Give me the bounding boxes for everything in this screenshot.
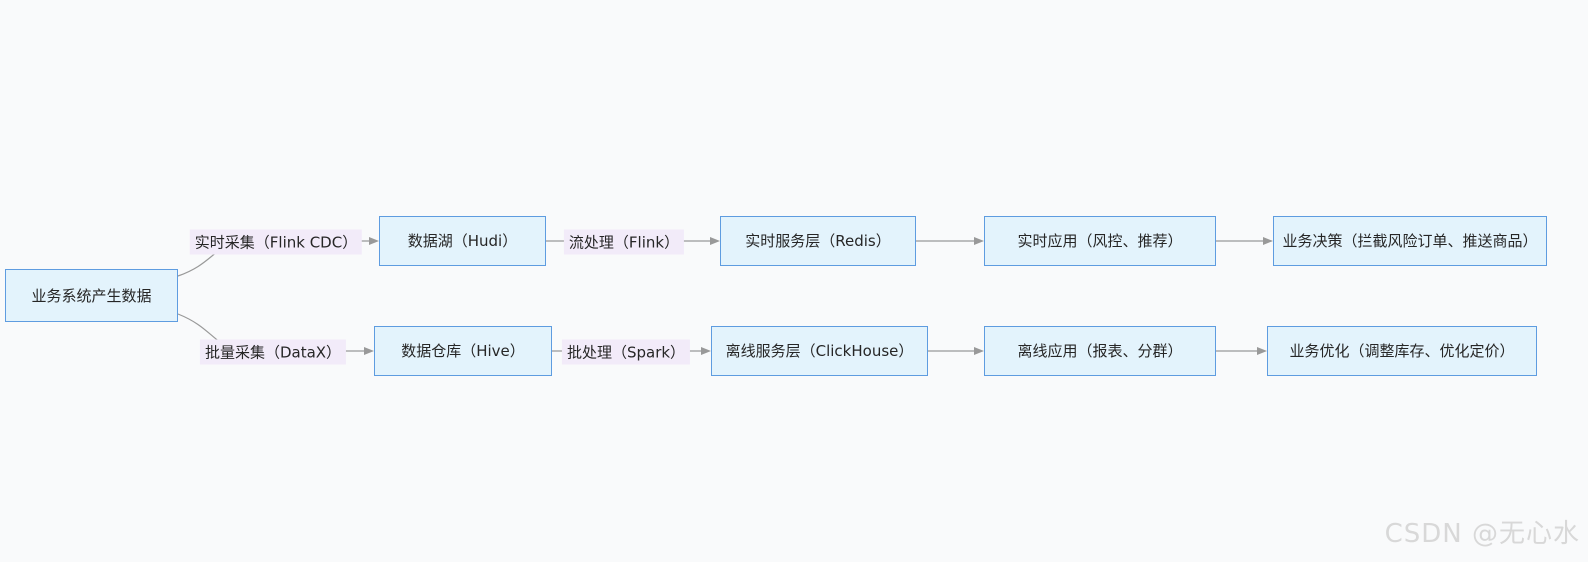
edge-label-batch-process: 批处理（Spark）	[561, 339, 691, 365]
node-label: 离线应用（报表、分群）	[1017, 342, 1183, 360]
node-data-warehouse: 数据仓库（Hive）	[374, 326, 552, 376]
edge-label-batch-collect: 批量采集（DataX）	[199, 339, 347, 365]
node-label: 离线服务层（ClickHouse）	[725, 342, 914, 360]
node-label: 实时应用（风控、推荐）	[1017, 232, 1183, 250]
node-offline-serving: 离线服务层（ClickHouse）	[711, 326, 928, 376]
node-label: 数据仓库（Hive）	[401, 342, 525, 360]
edge-label-realtime-collect: 实时采集（Flink CDC）	[189, 229, 363, 255]
node-label: 业务优化（调整库存、优化定价）	[1289, 342, 1515, 360]
node-business-decision: 业务决策（拦截风险订单、推送商品）	[1273, 216, 1547, 266]
node-business-optimization: 业务优化（调整库存、优化定价）	[1267, 326, 1537, 376]
node-label: 业务系统产生数据	[31, 286, 152, 305]
node-label: 数据湖（Hudi）	[407, 232, 518, 250]
node-offline-app: 离线应用（报表、分群）	[984, 326, 1216, 376]
edge-label-stream-process: 流处理（Flink）	[563, 229, 685, 255]
node-realtime-app: 实时应用（风控、推荐）	[984, 216, 1216, 266]
node-label: 实时服务层（Redis）	[745, 232, 891, 250]
node-label: 业务决策（拦截风险订单、推送商品）	[1282, 232, 1538, 250]
watermark: CSDN @无心水	[1384, 519, 1580, 549]
node-data-lake: 数据湖（Hudi）	[379, 216, 546, 266]
node-realtime-serving: 实时服务层（Redis）	[720, 216, 916, 266]
node-source-system: 业务系统产生数据	[5, 269, 178, 322]
